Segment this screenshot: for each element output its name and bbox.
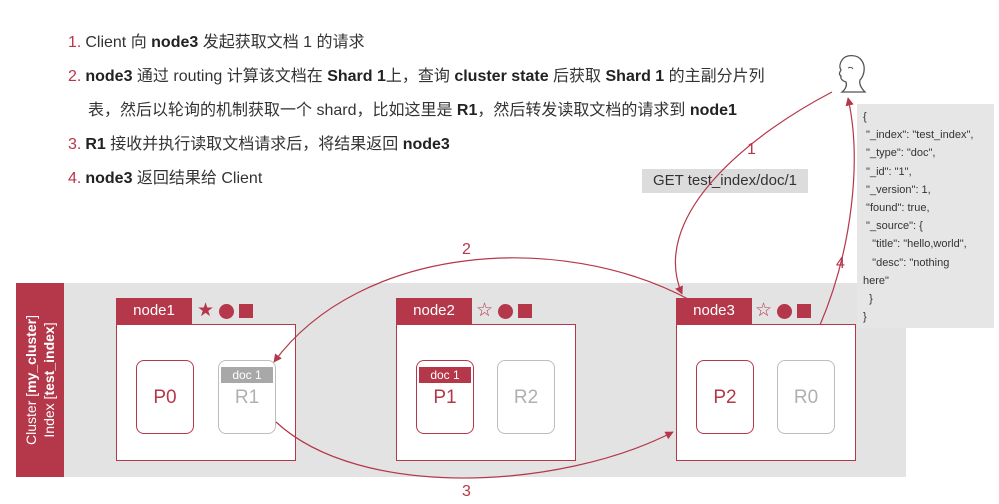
doc-badge-p1: doc 1 (419, 367, 471, 383)
node2-tag: node2 (396, 298, 472, 324)
json-line: "_index": "test_index", (863, 129, 974, 142)
json-line: "found": true, (863, 202, 930, 215)
step-bold: R1 (456, 102, 478, 119)
ingest-square-icon (797, 304, 812, 318)
node1-tag: node1 (116, 298, 192, 324)
step-bold: node3 (85, 68, 133, 85)
step-3: 3.R1 接收并执行读取文档请求后，将结果返回 node3 (68, 128, 765, 162)
step-text: 表，然后以轮询的机制获取一个 shard，比如这里是 (88, 102, 457, 119)
json-line: "_source": { (863, 220, 923, 233)
step-bold: node1 (689, 102, 737, 119)
cluster-label (16, 283, 64, 477)
step-number: 1. (68, 34, 82, 51)
node3-tag: node3 (676, 298, 752, 324)
node2-icons: ☆ (476, 299, 533, 323)
step-list: 1.Client 向 node3 发起获取文档 1 的请求 2.node3 通过… (68, 26, 765, 196)
arrow-4 (819, 97, 855, 326)
step-bold: cluster state (454, 68, 549, 85)
step-bold: node3 (151, 34, 199, 51)
json-line: { (863, 111, 867, 123)
step-text: Client 向 (85, 34, 152, 51)
node3-icons: ☆ (755, 299, 812, 323)
ingest-square-icon (518, 304, 533, 318)
step-bold: node3 (402, 136, 450, 153)
json-line: } (863, 311, 867, 324)
step-text: 后获取 (548, 68, 606, 85)
step-4: 4.node3 返回结果给 Client (68, 162, 765, 196)
step-text: 发起获取文档 1 的请求 (198, 34, 365, 51)
arrow-1 (675, 91, 833, 295)
step-text: 通过 routing 计算该文档在 (132, 68, 328, 85)
data-circle-icon (219, 303, 235, 319)
step-bold: Shard 1 (327, 68, 386, 85)
response-json: { "_index": "test_index", "_type": "doc"… (857, 104, 994, 328)
shard-r0: R0 (777, 360, 835, 434)
arrow-label-1: 1 (747, 141, 756, 158)
json-line: "title": "hello,world", (863, 238, 967, 251)
data-circle-icon (498, 303, 514, 319)
request-label: GET test_index/doc/1 (642, 169, 808, 193)
ingest-square-icon (239, 304, 254, 318)
json-line: here" (863, 274, 889, 287)
step-text: 的主副分片列 (664, 68, 765, 85)
star-outline-icon: ☆ (755, 300, 773, 321)
data-circle-icon (777, 303, 793, 319)
json-line: "_type": "doc", (863, 147, 936, 160)
step-bold: R1 (85, 136, 106, 153)
arrow-2 (273, 257, 691, 363)
json-line: "_version": 1, (863, 183, 931, 196)
doc-badge-r1: doc 1 (221, 367, 273, 383)
star-outline-icon: ☆ (476, 300, 494, 321)
step-text: 上，查询 (385, 68, 455, 85)
master-star-icon: ★ (197, 300, 215, 321)
json-line: } (863, 293, 873, 306)
shard-p0: P0 (136, 360, 194, 434)
step-text: 接收并执行读取文档请求后，将结果返回 (105, 136, 403, 153)
arrow-label-4: 4 (836, 255, 845, 272)
arrow-3 (275, 421, 674, 479)
step-1: 1.Client 向 node3 发起获取文档 1 的请求 (68, 26, 765, 60)
step-bold: Shard 1 (605, 68, 665, 85)
step-text: 返回结果给 Client (132, 170, 263, 187)
json-line: "_id": "1", (863, 165, 912, 178)
step-number: 4. (68, 170, 82, 187)
json-line: "desc": "nothing (863, 256, 950, 269)
step-number: 2. (68, 68, 82, 85)
step-text: ，然后转发读取文档的请求到 (477, 102, 690, 119)
shard-r2: R2 (497, 360, 555, 434)
step-bold: node3 (85, 170, 133, 187)
step-2: 2.node3 通过 routing 计算该文档在 Shard 1上，查询 cl… (68, 60, 765, 94)
step-number: 3. (68, 136, 82, 153)
node1-icons: ★ (197, 299, 254, 323)
step-2-continued: 表，然后以轮询的机制获取一个 shard，比如这里是 R1，然后转发读取文档的请… (68, 94, 765, 128)
shard-p2: P2 (696, 360, 754, 434)
arrow-label-2: 2 (462, 241, 471, 258)
arrow-label-3: 3 (462, 483, 471, 500)
client-person-icon (838, 54, 867, 93)
